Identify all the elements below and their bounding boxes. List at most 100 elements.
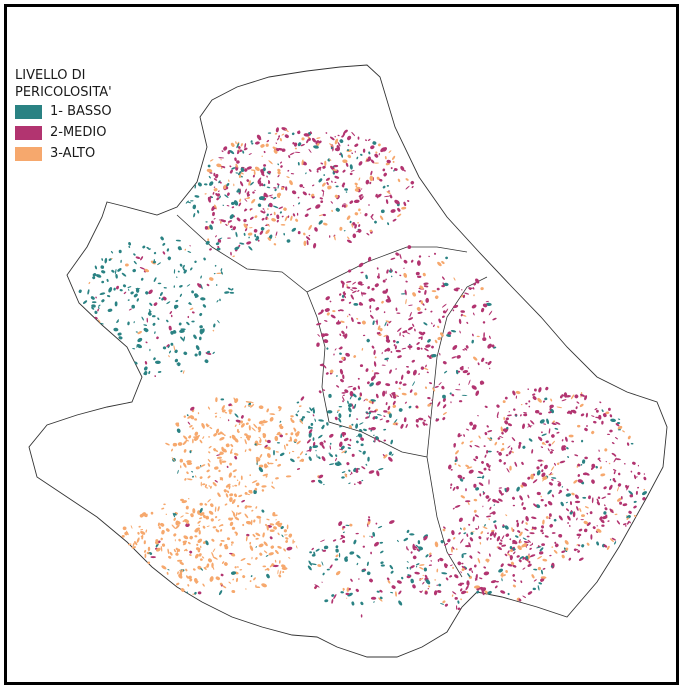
hazard-patch xyxy=(351,601,355,606)
hazard-patch xyxy=(489,367,491,370)
hazard-patch xyxy=(127,286,132,289)
hazard-patch xyxy=(502,428,507,432)
hazard-patch xyxy=(186,414,189,417)
hazard-patch xyxy=(272,205,279,209)
hazard-patch xyxy=(97,308,100,312)
hazard-patch xyxy=(350,289,354,291)
hazard-patch xyxy=(240,436,242,439)
hazard-patch xyxy=(341,450,346,454)
hazard-patch xyxy=(518,598,522,602)
hazard-patch xyxy=(572,409,577,414)
hazard-patch xyxy=(290,415,294,418)
hazard-patch xyxy=(500,572,504,577)
hazard-patch xyxy=(277,147,284,151)
hazard-patch xyxy=(354,182,358,186)
hazard-patch xyxy=(408,304,413,306)
hazard-patch xyxy=(529,547,532,550)
hazard-patch xyxy=(154,375,157,377)
hazard-patch xyxy=(249,580,252,583)
hazard-patch xyxy=(499,435,504,438)
hazard-patch xyxy=(616,421,621,425)
hazard-patch xyxy=(263,197,267,201)
hazard-patch xyxy=(269,523,275,526)
hazard-patch xyxy=(481,589,485,596)
hazard-patch xyxy=(92,276,96,280)
hazard-patch xyxy=(416,548,420,552)
hazard-patch xyxy=(603,504,606,507)
hazard-patch xyxy=(350,578,353,582)
hazard-patch xyxy=(554,543,559,548)
hazard-patch xyxy=(584,506,589,509)
hazard-patch xyxy=(175,552,179,556)
hazard-patch xyxy=(567,522,570,524)
hazard-patch xyxy=(520,580,523,584)
hazard-patch xyxy=(347,400,349,405)
hazard-patch xyxy=(199,476,203,479)
hazard-patch xyxy=(239,569,243,571)
hazard-patch xyxy=(316,170,319,173)
hazard-patch xyxy=(458,517,463,523)
hazard-patch xyxy=(548,513,552,517)
hazard-patch xyxy=(224,545,229,550)
hazard-patch xyxy=(339,153,342,156)
hazard-patch xyxy=(420,347,423,350)
hazard-patch xyxy=(341,204,344,208)
hazard-patch xyxy=(415,424,419,428)
hazard-patch xyxy=(465,345,469,349)
hazard-patch xyxy=(141,316,144,321)
hazard-patch xyxy=(379,596,383,600)
hazard-patch xyxy=(369,535,371,537)
hazard-patch xyxy=(522,595,527,599)
hazard-patch xyxy=(591,497,594,504)
hazard-patch xyxy=(268,552,274,556)
hazard-patch xyxy=(377,525,383,529)
hazard-patch xyxy=(386,269,389,274)
hazard-patch xyxy=(383,311,386,314)
hazard-patch xyxy=(614,541,617,545)
hazard-patch xyxy=(418,336,422,339)
hazard-patch xyxy=(539,551,544,555)
hazard-patch xyxy=(522,445,526,449)
hazard-patch xyxy=(570,409,574,413)
hazard-patch xyxy=(135,287,140,293)
hazard-patch xyxy=(254,189,256,192)
hazard-patch xyxy=(280,223,286,226)
hazard-patch xyxy=(328,452,331,454)
hazard-patch xyxy=(520,414,522,417)
hazard-patch xyxy=(167,345,170,349)
hazard-patch xyxy=(308,224,312,231)
hazard-patch xyxy=(326,422,329,426)
hazard-patch xyxy=(498,487,503,489)
hazard-patch xyxy=(496,411,499,418)
hazard-patch xyxy=(329,463,335,466)
hazard-patch xyxy=(95,274,102,278)
hazard-patch xyxy=(468,287,472,290)
hazard-patch xyxy=(329,445,331,450)
hazard-patch xyxy=(244,491,248,495)
hazard-patch xyxy=(273,564,279,568)
hazard-patch xyxy=(232,469,237,473)
hazard-patch xyxy=(468,379,471,386)
hazard-patch xyxy=(617,425,623,430)
hazard-patch xyxy=(416,346,421,351)
hazard-patch xyxy=(228,472,232,478)
hazard-patch xyxy=(417,540,421,545)
hazard-patch xyxy=(615,458,621,461)
hazard-patch xyxy=(461,565,467,570)
hazard-patch xyxy=(245,401,251,403)
hazard-patch xyxy=(380,209,385,214)
hazard-patch xyxy=(369,382,374,387)
hazard-patch xyxy=(214,415,218,418)
hazard-patch xyxy=(349,391,354,397)
hazard-patch xyxy=(230,443,234,448)
hazard-patch xyxy=(334,181,337,184)
hazard-patch xyxy=(251,198,256,204)
hazard-patch xyxy=(284,134,289,139)
hazard-patch xyxy=(171,524,176,529)
hazard-patch xyxy=(355,532,359,535)
hazard-patch xyxy=(586,512,589,515)
hazard-patch xyxy=(106,295,111,298)
hazard-patch xyxy=(485,300,490,303)
hazard-patch xyxy=(195,466,200,470)
hazard-patch xyxy=(436,584,439,586)
